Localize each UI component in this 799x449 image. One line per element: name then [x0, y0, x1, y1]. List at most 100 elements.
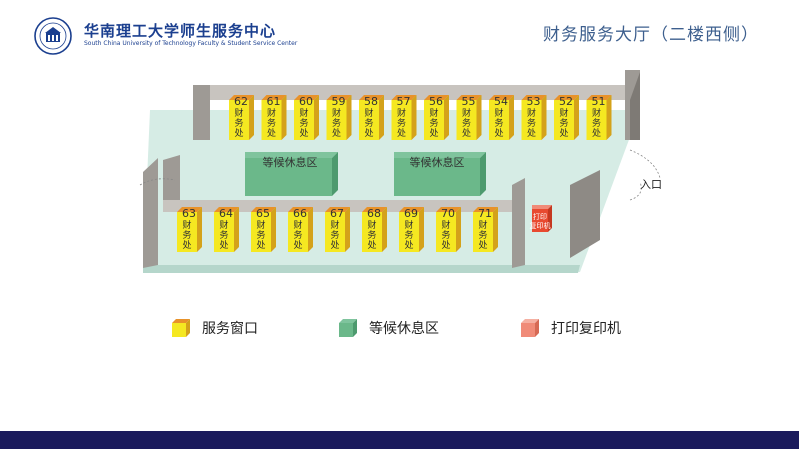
window-label-char: 处 [429, 127, 438, 139]
window-label-char: 务 [234, 117, 243, 129]
window-label-char: 财 [364, 107, 373, 119]
window-front [424, 100, 444, 140]
window-front [456, 100, 477, 140]
window-number: 60 [299, 95, 313, 108]
page-title: 财务服务大厅（二楼西侧） [543, 25, 759, 45]
window-front [359, 100, 379, 140]
window-label-char: 务 [367, 229, 376, 241]
service-window-swatch [172, 319, 190, 337]
window-label-char: 务 [182, 229, 191, 241]
legend-service-window: 服务窗口 [170, 316, 258, 340]
window-top [325, 207, 350, 212]
window-number: 67 [330, 207, 344, 220]
window-number: 58 [364, 95, 378, 108]
window-top [177, 207, 202, 212]
entrance-arc-right2 [629, 181, 642, 201]
window-label-char: 务 [293, 229, 302, 241]
legend-printer: 打印复印机 [519, 316, 621, 340]
window-side [411, 95, 417, 140]
window-front [288, 212, 308, 252]
footer-bar [0, 431, 799, 449]
window-label-char: 处 [219, 239, 228, 251]
window-label-char: 财 [267, 107, 276, 119]
window-top [554, 95, 579, 100]
mid-left-wall [163, 155, 180, 210]
entrance-label: 入口 [640, 178, 662, 191]
window-number: 62 [234, 95, 248, 108]
window-side [314, 95, 319, 140]
center-title: 华南理工大学师生服务中心 [84, 22, 277, 40]
entrance-wall [570, 170, 600, 258]
window-label-char: 财 [441, 219, 450, 231]
window-number: 52 [559, 95, 573, 108]
window-label-char: 务 [462, 117, 471, 129]
bottom-right-wall [512, 178, 525, 268]
window-label-char: 务 [330, 229, 339, 241]
window-front [214, 212, 234, 252]
window-top [288, 207, 313, 212]
window-label-char: 处 [299, 127, 308, 139]
window-label-char: 财 [182, 219, 191, 231]
window-top [586, 95, 612, 100]
window-top [294, 95, 319, 100]
window-label-char: 务 [267, 117, 276, 129]
printer-label: 打印 [533, 212, 547, 221]
bottom-left-wall [143, 158, 158, 268]
window-label-char: 务 [397, 117, 406, 129]
window-label-char: 务 [219, 229, 228, 241]
legend-label: 服务窗口 [202, 321, 258, 337]
window-side [281, 95, 287, 140]
window-label-char: 务 [364, 117, 373, 129]
window-number: 54 [494, 95, 508, 108]
window-front [489, 100, 509, 140]
top-window-row: 62财务处61财务处60财务处59财务处58财务处57财务处56财务处55财务处… [229, 95, 612, 140]
window-top [326, 95, 352, 100]
window-side [379, 95, 384, 140]
window-number: 55 [462, 95, 476, 108]
window-number: 56 [429, 95, 443, 108]
printer-station: 打印 复印机 [530, 205, 552, 232]
window-label-char: 财 [494, 107, 503, 119]
window-label-char: 处 [404, 239, 413, 251]
window-label-char: 务 [332, 117, 341, 129]
printer-label: 复印机 [530, 221, 551, 230]
window-number: 65 [256, 207, 270, 220]
window-label-char: 处 [559, 127, 568, 139]
window-number: 63 [182, 207, 196, 220]
window-side [509, 95, 514, 140]
window-label-char: 务 [429, 117, 438, 129]
window-number: 64 [219, 207, 233, 220]
window-side [234, 207, 239, 252]
window-label-char: 财 [404, 219, 413, 231]
window-top [214, 207, 239, 212]
window-front [436, 212, 456, 252]
center-subtitle: South China University of Technology Fac… [84, 40, 298, 47]
window-label-char: 处 [332, 127, 341, 139]
window-label-char: 处 [592, 127, 601, 139]
window-label-char: 处 [367, 239, 376, 251]
window-side [574, 95, 579, 140]
window-top [489, 95, 514, 100]
window-label-char: 务 [559, 117, 568, 129]
window-top [359, 95, 384, 100]
window-front [586, 100, 607, 140]
window-front [325, 212, 345, 252]
window-side [346, 95, 352, 140]
window-top [436, 207, 461, 212]
window-label-char: 财 [293, 219, 302, 231]
floor-edge [143, 265, 580, 273]
window-top [391, 95, 417, 100]
window-number: 57 [397, 95, 411, 108]
window-label-char: 财 [299, 107, 308, 119]
window-label-char: 财 [429, 107, 438, 119]
window-label-char: 务 [527, 117, 536, 129]
window-label-char: 财 [332, 107, 341, 119]
